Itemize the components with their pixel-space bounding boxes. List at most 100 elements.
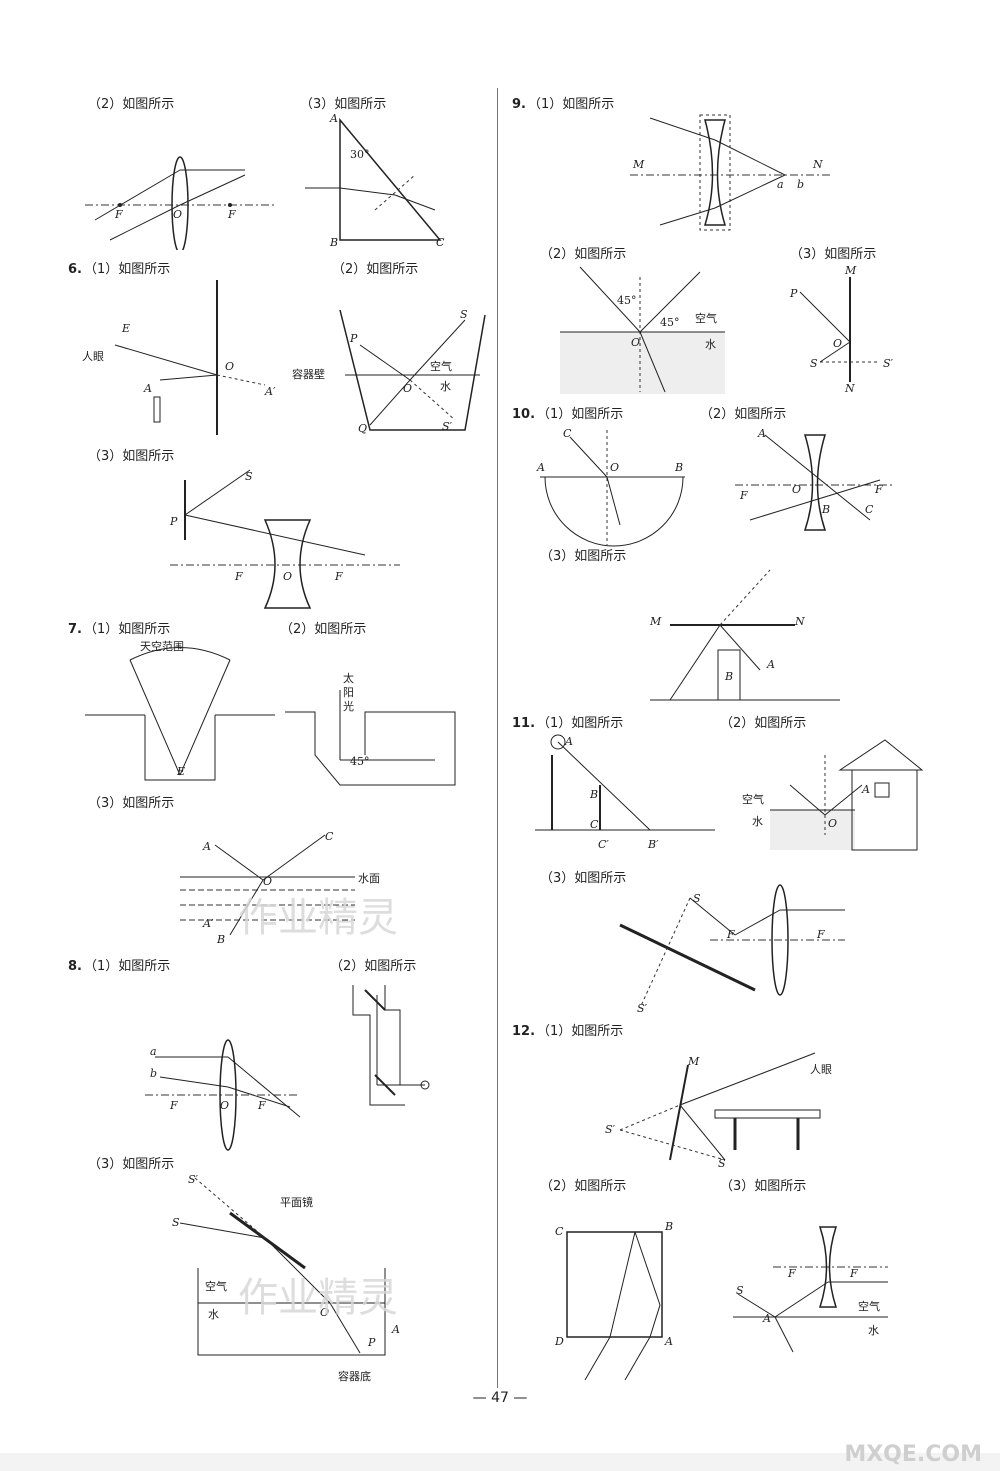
- q9-2-refraction-diagram: 45° 45° 空气 水 O: [560, 266, 725, 394]
- point-q: Q: [358, 422, 367, 435]
- q6-1-mirror-diagram: E 人眼 A O A′: [82, 280, 276, 435]
- angle-45-right: 45°: [660, 316, 680, 329]
- water-text: 水: [705, 338, 716, 351]
- point-s-prime: S′: [188, 1173, 199, 1186]
- point-o: O: [263, 875, 272, 888]
- q9-1-concave-lens-diagram: M N a b: [630, 114, 830, 231]
- point-c: C: [563, 427, 572, 440]
- point-p: P: [349, 332, 358, 345]
- point-s: S: [245, 470, 253, 483]
- q8-2-periscope-diagram: [352, 985, 430, 1106]
- optical-center-o: O: [173, 208, 182, 221]
- point-o: O: [631, 336, 640, 349]
- angle-45: 45°: [350, 755, 370, 768]
- point-s-prime: S′: [442, 420, 453, 433]
- q10-3-label: （3）如图所示: [540, 549, 627, 564]
- q5-3-label: （3）如图所示: [300, 97, 387, 112]
- mirror-text: 平面镜: [280, 1195, 313, 1209]
- point-e: E: [176, 765, 185, 778]
- point-s-prime: S′: [637, 1002, 648, 1015]
- air-text: 空气: [695, 311, 717, 325]
- point-a: A: [757, 427, 766, 440]
- point-n: N: [812, 158, 823, 171]
- q5-2-lens-diagram: F O F: [85, 156, 275, 250]
- angle-45-left: 45°: [617, 294, 637, 307]
- focus-f-left: F: [739, 489, 748, 502]
- q12-1-eye-mirror-diagram: M 人眼 S′ S: [605, 1052, 832, 1170]
- q8-2-label: （2）如图所示: [330, 959, 417, 974]
- q9-1-label: 9.（1）如图所示: [512, 97, 615, 112]
- q7-2-label: （2）如图所示: [280, 622, 367, 637]
- q7-3-water-diagram: A C O 水面 A′ B: [180, 830, 380, 946]
- point-s: S: [172, 1216, 180, 1229]
- point-n: N: [844, 382, 855, 395]
- image-a-prime: A′: [264, 385, 276, 398]
- q10-2-label: （2）如图所示: [700, 407, 787, 422]
- q7-1-label: 7.（1）如图所示: [68, 622, 171, 637]
- focus-f-right: F: [816, 928, 825, 941]
- sun-text-2: 阳: [343, 686, 354, 699]
- point-c: C: [325, 830, 334, 843]
- point-b: B: [589, 788, 598, 801]
- q11-1-label: 11.（1）如图所示: [512, 716, 624, 731]
- point-a: a: [777, 178, 784, 191]
- point-c-prime: C′: [598, 838, 609, 851]
- point-n: N: [794, 615, 805, 628]
- sun-text-1: 太: [343, 672, 354, 685]
- q6-2-label: （2）如图所示: [332, 262, 419, 277]
- eye-text: 人眼: [82, 350, 104, 363]
- point-m: M: [687, 1055, 700, 1068]
- point-a: A: [202, 840, 211, 853]
- point-a: A: [564, 735, 573, 748]
- air-text: 空气: [742, 792, 764, 806]
- eye-text: 人眼: [810, 1063, 832, 1076]
- q12-3-concave-diagram: S A F F 空气 水: [733, 1226, 888, 1353]
- point-c: C: [590, 818, 599, 831]
- water-text: 水: [208, 1308, 219, 1321]
- air-text: 空气: [205, 1279, 227, 1293]
- focus-f-right: F: [874, 483, 883, 496]
- point-b: B: [821, 503, 830, 516]
- focus-f-left: F: [114, 208, 123, 221]
- focus-f-right: F: [257, 1099, 266, 1112]
- q8-3-mirror-water-diagram: S′ S 平面镜 空气 水 O A P 容器底: [172, 1173, 400, 1383]
- air-text: 空气: [430, 359, 452, 373]
- water-surface-text: 水面: [358, 872, 380, 885]
- q7-1-well-diagram: 天空范围 E: [85, 639, 275, 781]
- point-b: B: [664, 1220, 673, 1233]
- point-o: O: [320, 1306, 329, 1319]
- point-d: D: [554, 1335, 564, 1348]
- q12-1-label: 12.（1）如图所示: [512, 1024, 624, 1039]
- point-o: O: [225, 360, 234, 373]
- q12-3-label: （3）如图所示: [720, 1179, 807, 1194]
- candle-a: A: [143, 382, 152, 395]
- point-a: A: [861, 783, 870, 796]
- q5-3-prism-diagram: A B C 30°: [305, 112, 445, 249]
- eye-e: E: [121, 322, 130, 335]
- focus-f-left: F: [787, 1267, 796, 1280]
- water-text: 水: [752, 815, 763, 828]
- q6-2-container-diagram: P S 容器壁 空气 水 O Q S′: [292, 308, 486, 435]
- q9-3-label: （3）如图所示: [790, 247, 877, 262]
- point-p: P: [789, 287, 798, 300]
- point-s: S: [736, 1284, 744, 1297]
- point-s-prime: S′: [605, 1123, 616, 1136]
- container-bottom-text: 容器底: [338, 1369, 371, 1383]
- site-watermark: MXQE.COM: [844, 1442, 982, 1467]
- wall-text: 容器壁: [292, 367, 325, 381]
- q11-3-lens-mirror-diagram: S F F S′: [619, 884, 845, 1015]
- air-text: 空气: [858, 1299, 880, 1313]
- focus-f-left: F: [726, 928, 735, 941]
- footer-bar: [0, 1453, 1000, 1471]
- point-b: B: [216, 933, 225, 946]
- q11-3-label: （3）如图所示: [540, 871, 627, 886]
- q6-3-lens-diagram: S P F O F: [169, 469, 400, 609]
- q10-1-semicircle-diagram: C A O B: [536, 427, 685, 547]
- q10-2-concave-diagram: A F O B C F: [735, 427, 895, 531]
- q7-2-periscope-diagram: 太 阳 光 45°: [285, 672, 456, 786]
- point-m: M: [632, 158, 645, 171]
- sun-text-3: 光: [343, 699, 354, 713]
- point-s: S: [810, 357, 818, 370]
- point-o: O: [220, 1099, 229, 1112]
- water-text: 水: [868, 1324, 879, 1337]
